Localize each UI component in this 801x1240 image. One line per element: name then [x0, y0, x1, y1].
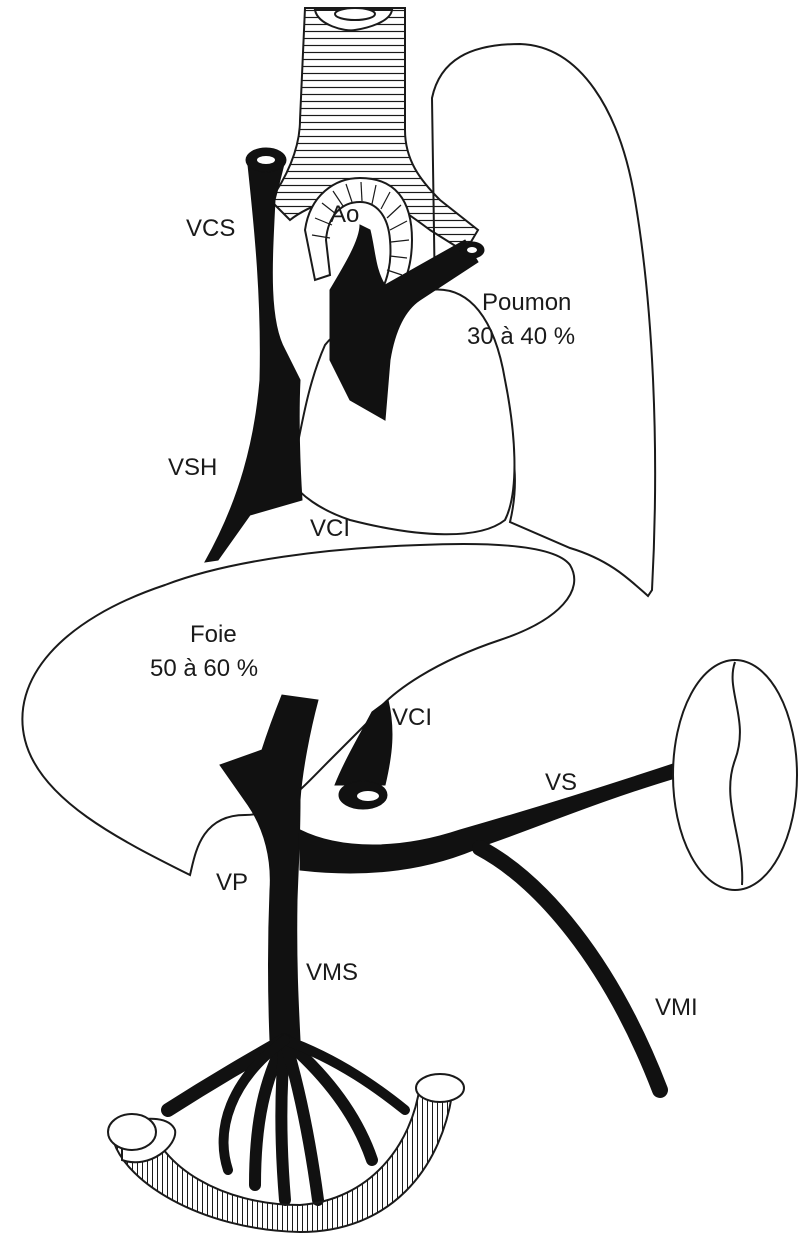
label-vcs: VCS	[186, 215, 235, 242]
label-vci-lower: VCI	[392, 704, 432, 731]
label-vsh: VSH	[168, 454, 217, 481]
label-vs: VS	[545, 769, 577, 796]
spleen	[673, 660, 797, 890]
label-foie: Foie	[190, 621, 237, 648]
label-poumon: Poumon	[482, 289, 571, 316]
label-ao: Ao	[330, 201, 359, 228]
label-vmi: VMI	[655, 994, 698, 1021]
mesenteric-branches	[168, 1040, 405, 1200]
label-poumon-pct: 30 à 40 %	[467, 323, 575, 350]
label-foie-pct: 50 à 60 %	[150, 655, 258, 682]
label-vms: VMS	[306, 959, 358, 986]
label-vp: VP	[216, 869, 248, 896]
label-vci-upper: VCI	[310, 515, 350, 542]
inferior-mesenteric-vein	[480, 848, 660, 1090]
